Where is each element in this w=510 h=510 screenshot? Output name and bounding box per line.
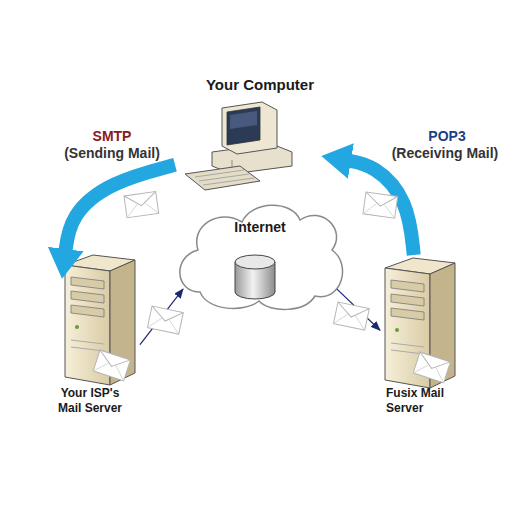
envelope-icon bbox=[124, 192, 159, 218]
flow-arrow bbox=[345, 160, 414, 255]
database-cylinder bbox=[235, 255, 275, 299]
node-label: Internet bbox=[234, 219, 285, 236]
node-box: Your ISP's Mail Server bbox=[40, 255, 140, 415]
flow-arrow bbox=[65, 165, 175, 255]
node-label: Your Computer bbox=[206, 76, 314, 94]
envelope-icon bbox=[333, 302, 369, 330]
internet-cloud bbox=[180, 205, 343, 309]
envelope-icon bbox=[147, 306, 183, 334]
node-label: Fusix Mail Server bbox=[386, 386, 458, 415]
computer-icon bbox=[185, 102, 292, 190]
server-icon bbox=[385, 258, 455, 388]
envelope-icon bbox=[363, 192, 398, 218]
envelope-icon bbox=[93, 350, 130, 381]
protocol-label: SMTP bbox=[93, 128, 132, 144]
node-box: Internet bbox=[183, 203, 337, 308]
node-label: Your ISP's Mail Server bbox=[54, 386, 126, 415]
node-box: Fusix Mail Server bbox=[380, 255, 470, 415]
network-link bbox=[337, 289, 380, 330]
protocol-label: POP3 bbox=[428, 128, 465, 144]
server-icon bbox=[65, 255, 135, 385]
node-box: Your Computer bbox=[175, 76, 345, 196]
network-link bbox=[140, 289, 183, 345]
caption-note: (Sending Mail) bbox=[64, 145, 160, 161]
envelope-icon bbox=[413, 352, 450, 383]
caption-note: (Receiving Mail) bbox=[392, 145, 499, 161]
